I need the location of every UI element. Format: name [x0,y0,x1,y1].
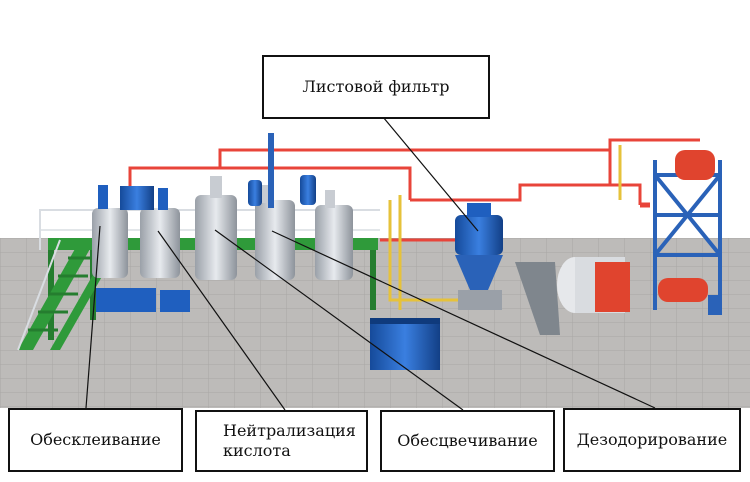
back-wall [0,0,750,240]
deodorization-label-text: Дезодорирование [576,430,728,449]
degumming-label: Обесклеивание [8,408,183,472]
leaf-filter-unit [455,203,503,310]
neutralization-label-line2: кислота [223,441,291,460]
yellow-pipes [388,145,622,310]
deodorization-label: Дезодорирование [563,408,741,472]
bleaching-label: Обесцвечивание [380,410,555,472]
degumming-label-text: Обесклеивание [30,430,161,449]
neutralization-label: Нейтрализация кислота [195,410,368,472]
deodorizer-tower [653,150,722,315]
leaf-filter-label-text: Листовой фильтр [302,77,450,96]
leaf-filter-label: Листовой фильтр [262,55,490,119]
neutralization-label-line1: Нейтрализация [223,421,356,440]
leader-lines [85,116,656,411]
bleaching-label-text: Обесцвечивание [397,431,538,450]
lower-blue-bins [96,288,156,312]
reactor-tanks [92,133,353,280]
conveyor-plate [515,262,560,335]
steam-boiler [557,257,630,313]
blue-collection-box [370,318,440,370]
